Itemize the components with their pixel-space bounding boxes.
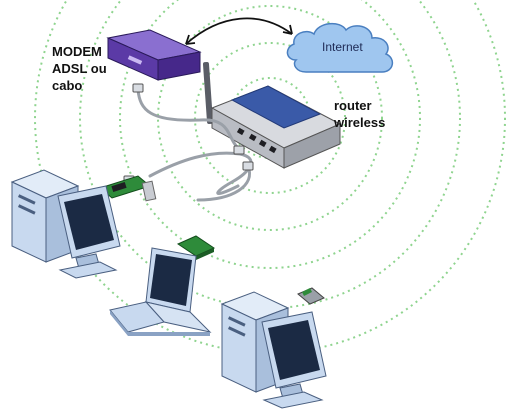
router-icon (202, 62, 342, 169)
connection-arrow-icon (185, 17, 293, 45)
cloud-icon (286, 22, 394, 73)
modem-label-line3: cabo (52, 78, 83, 93)
modem-icon (106, 29, 202, 81)
internet-label: Internet (322, 40, 363, 54)
desktop-computer-icon (10, 169, 121, 279)
usb-adapter-icon (297, 287, 325, 305)
modem-label-line1: MODEM (52, 44, 102, 59)
router-label-line2: wireless (334, 115, 386, 130)
router-label-line1: router (334, 98, 372, 113)
laptop-icon (109, 247, 212, 336)
pcmcia-card-icon (176, 235, 216, 260)
modem-label-line2: ADSL ou (52, 61, 107, 76)
desktop-computer-icon (220, 291, 327, 409)
